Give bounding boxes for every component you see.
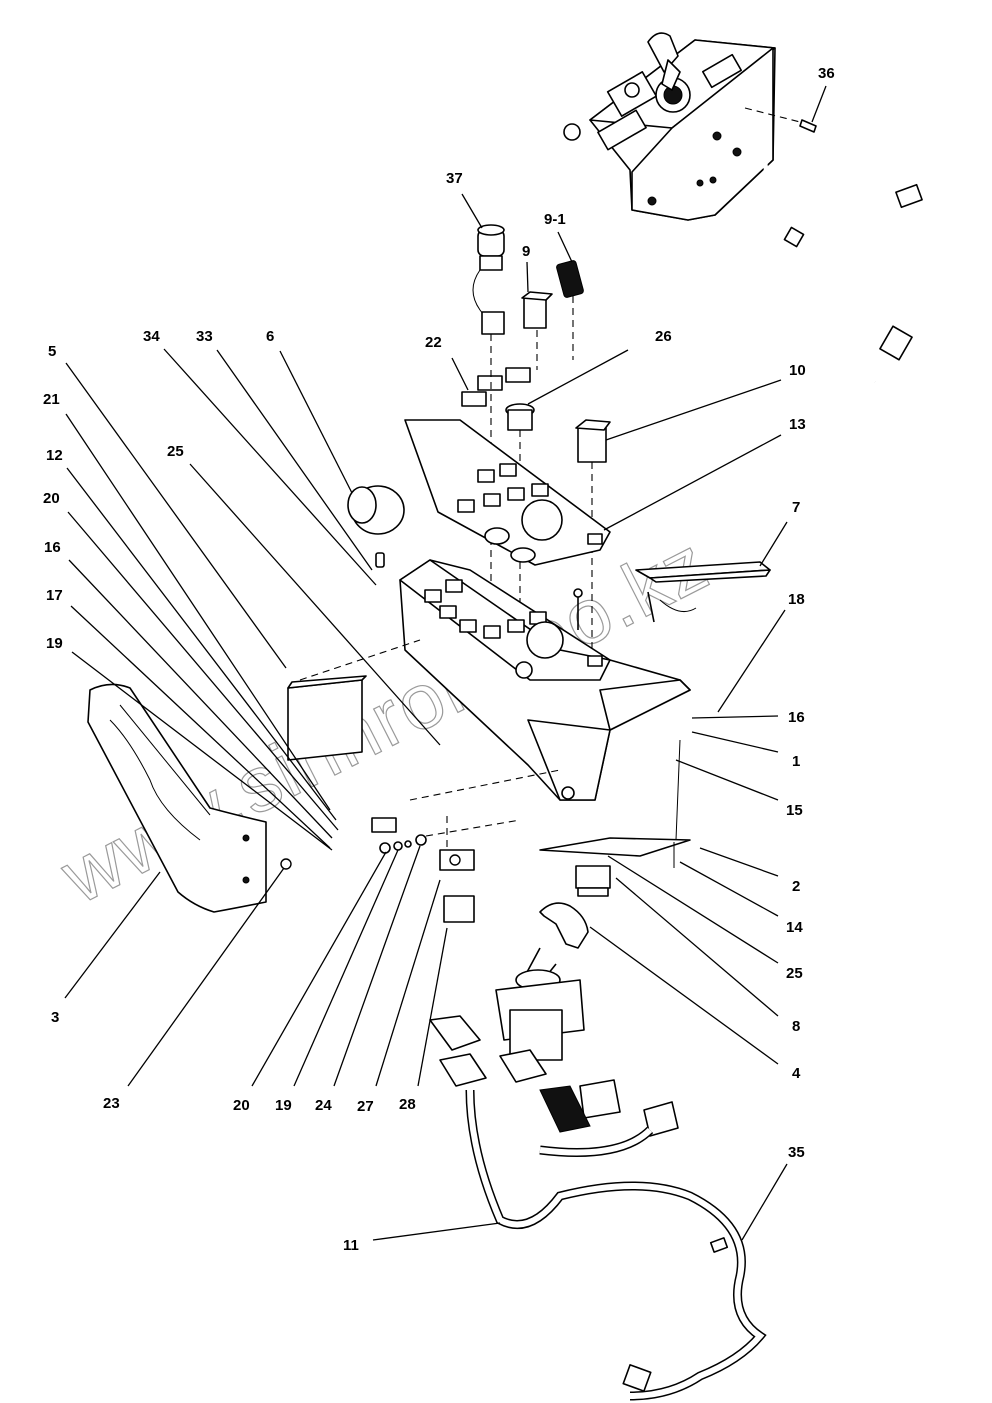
callout-5: 5 [48, 343, 56, 360]
callout-3: 3 [51, 1009, 59, 1026]
callout-8: 8 [792, 1018, 800, 1035]
callout-37: 37 [446, 170, 463, 187]
callout-24: 24 [315, 1097, 332, 1114]
callout-33: 33 [196, 328, 213, 345]
callout-16-left: 16 [44, 539, 61, 556]
callout-25-upper: 25 [167, 443, 184, 460]
callout-26: 26 [655, 328, 672, 345]
joystick-assembly [495, 739, 691, 1061]
callout-20-bottom: 20 [233, 1097, 250, 1114]
callout-23: 23 [103, 1095, 120, 1112]
callout-36: 36 [818, 65, 835, 82]
callout-20-left: 20 [43, 490, 60, 507]
callout-2: 2 [792, 878, 800, 895]
hardware-stack [379, 816, 521, 923]
callout-25-lower: 25 [786, 965, 803, 982]
callout-9-1: 9-1 [544, 211, 566, 228]
callout-35: 35 [788, 1144, 805, 1161]
callout-28: 28 [399, 1096, 416, 1113]
callout-21: 21 [43, 391, 60, 408]
front-cover [87, 683, 292, 913]
console-body [287, 485, 691, 833]
callout-18: 18 [788, 591, 805, 608]
keypad-component [635, 561, 771, 623]
callout-10: 10 [789, 362, 806, 379]
leader-lines [64, 85, 827, 1241]
callout-27: 27 [357, 1098, 374, 1115]
callout-12: 12 [46, 447, 63, 464]
callout-19-left: 19 [46, 635, 63, 652]
wiring-harness [429, 1015, 767, 1401]
callout-16-right: 16 [788, 709, 805, 726]
callout-7: 7 [792, 499, 800, 516]
callout-1: 1 [792, 753, 800, 770]
callout-19-bottom: 19 [275, 1097, 292, 1114]
callout-6: 6 [266, 328, 274, 345]
callout-22: 22 [425, 334, 442, 351]
console-assembly-overview [563, 32, 923, 385]
callout-4: 4 [792, 1065, 801, 1082]
callout-34: 34 [143, 328, 160, 345]
panel-plate [404, 419, 611, 566]
callout-14: 14 [786, 919, 803, 936]
callout-13: 13 [789, 416, 806, 433]
callout-17: 17 [46, 587, 63, 604]
callout-labels: 36 37 9-1 9 26 22 10 13 5 34 33 6 21 25 … [43, 65, 835, 1254]
callout-15: 15 [786, 802, 803, 819]
callout-11: 11 [343, 1237, 359, 1254]
callout-9: 9 [522, 243, 530, 260]
